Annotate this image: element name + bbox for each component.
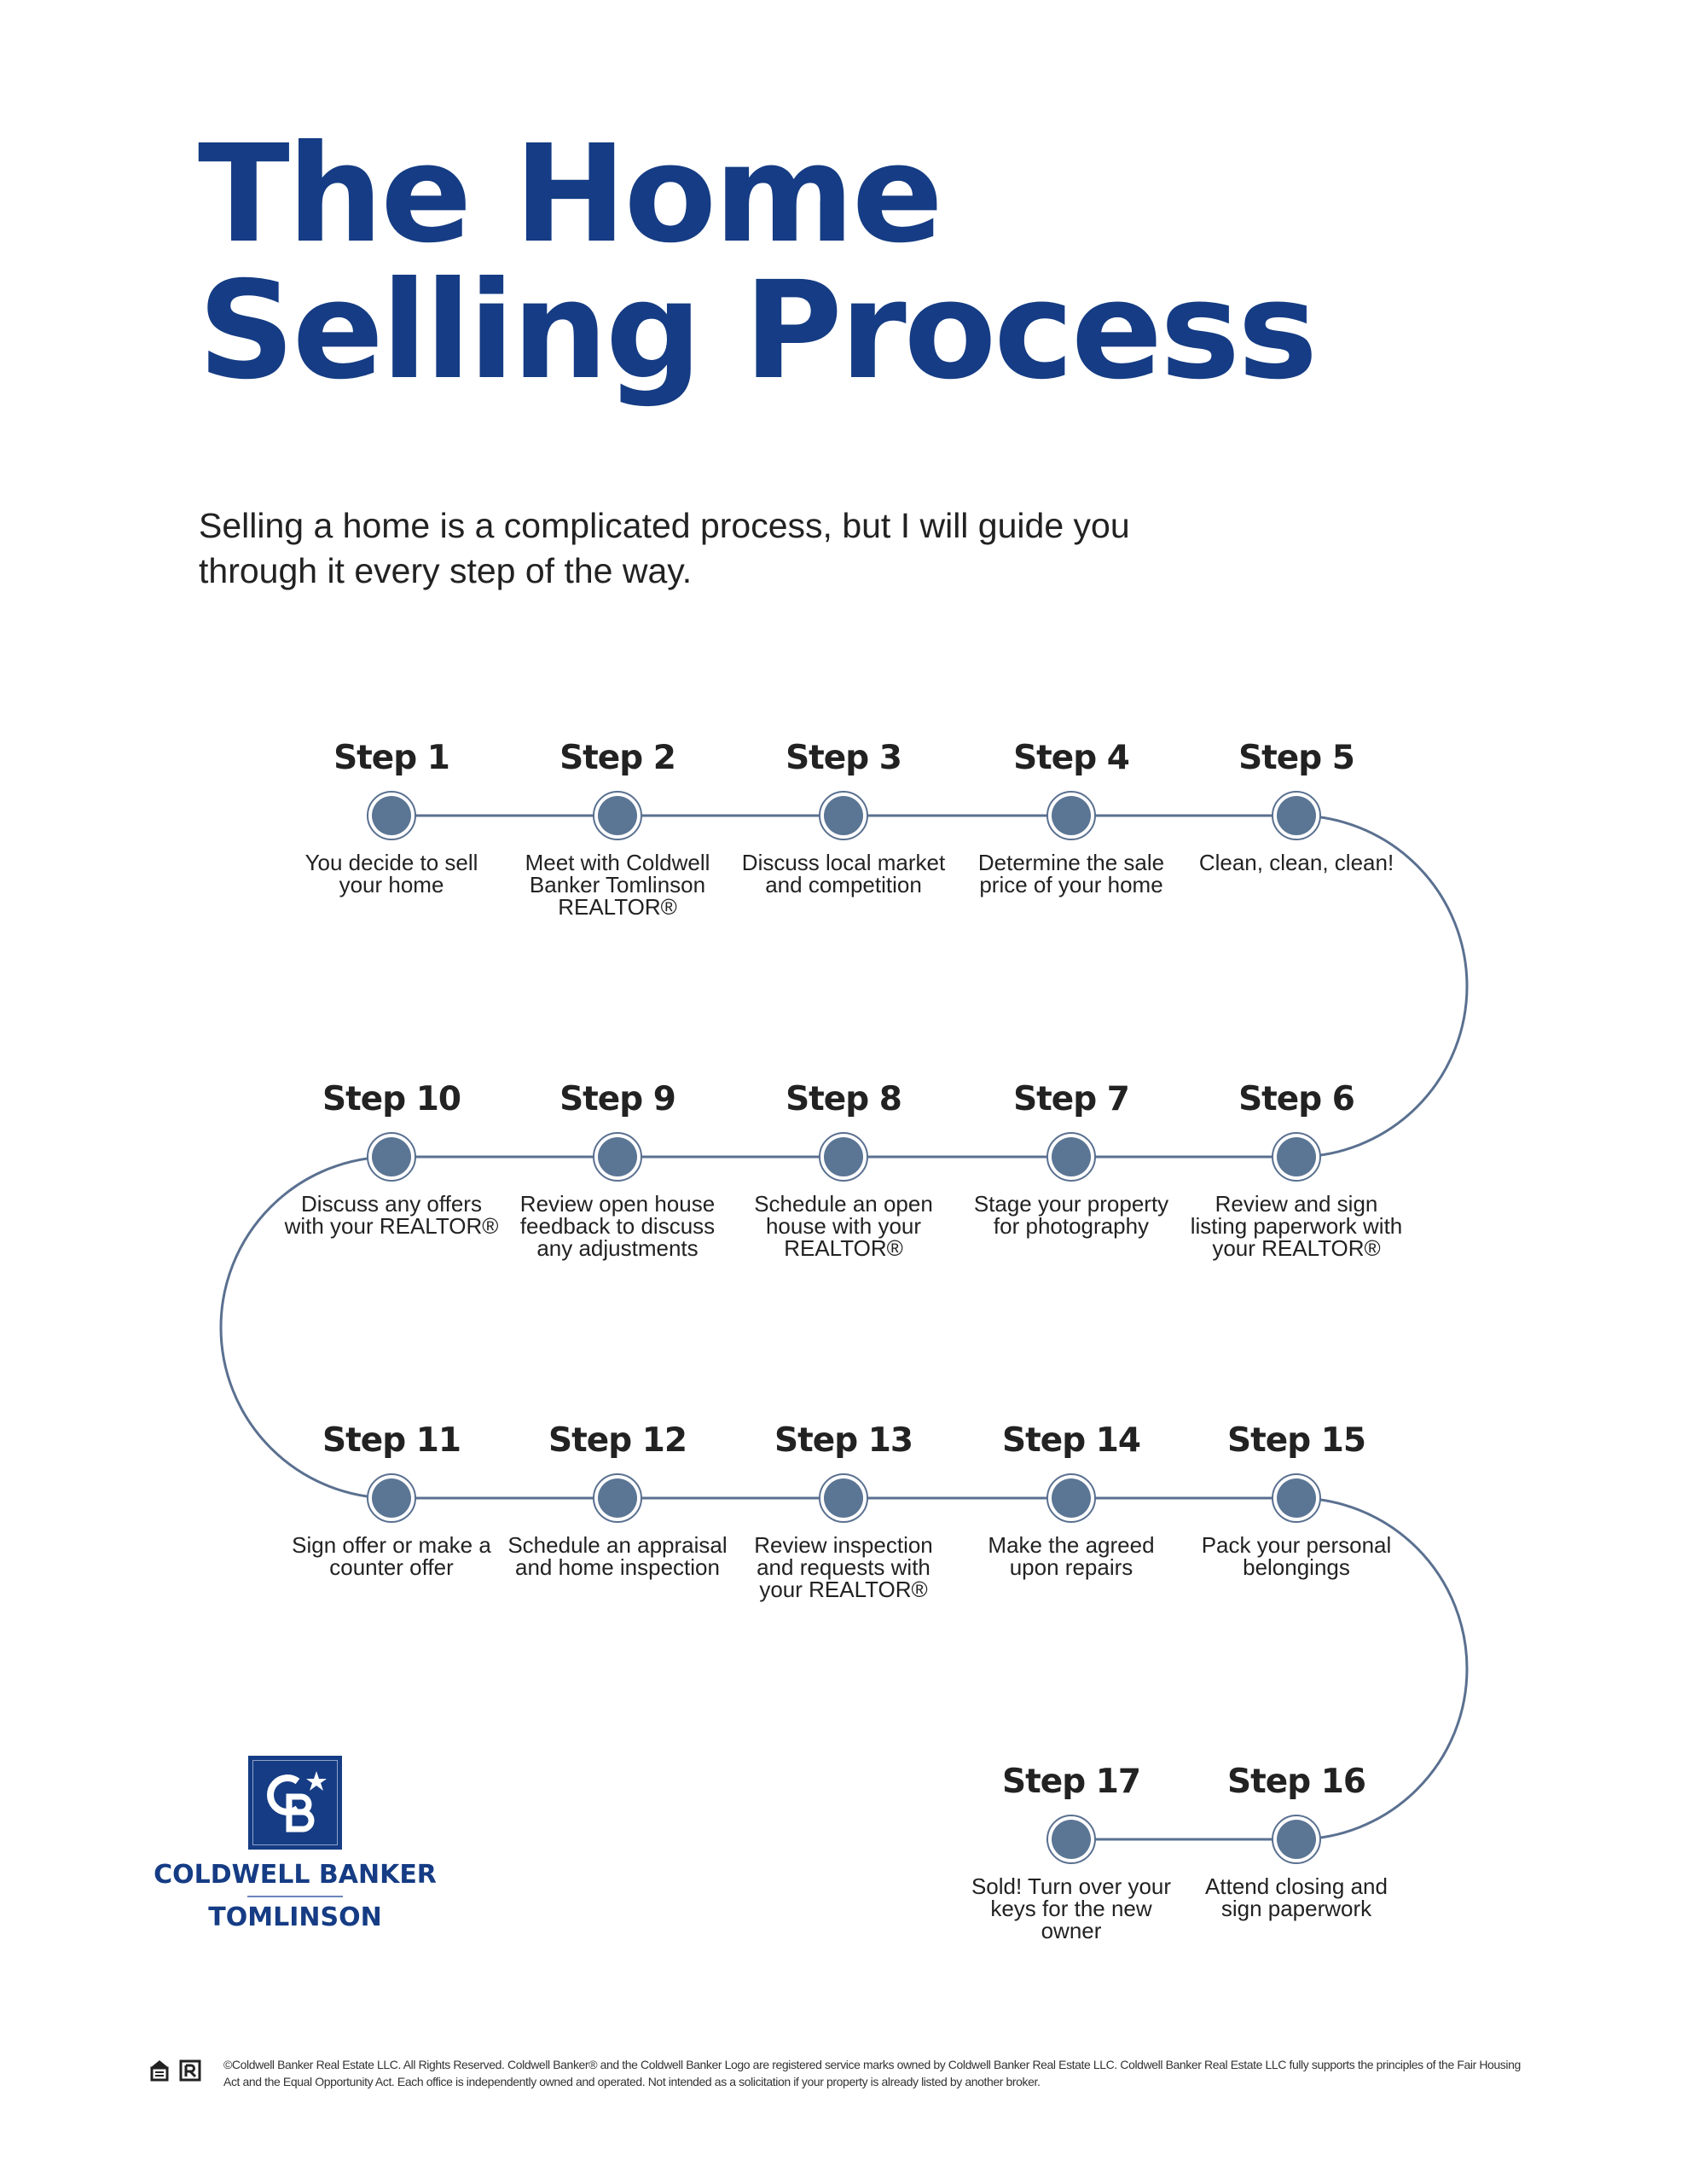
step-label: Step 8 (786, 1080, 902, 1118)
step-label: Step 9 (559, 1080, 676, 1118)
realtor-icon (179, 2059, 201, 2082)
step-node (593, 791, 642, 840)
process-path (219, 814, 1469, 1841)
cb-monogram-icon (267, 1771, 327, 1833)
subtitle: Selling a home is a complicated process,… (199, 506, 1130, 590)
step-description: Sign offer or make a counter offer (292, 1532, 491, 1580)
step-label: Step 14 (1002, 1421, 1141, 1460)
step-description: Clean, clean, clean! (1198, 850, 1394, 875)
logo-name: COLDWELL BANKER (154, 1860, 437, 1890)
step-label: Step 16 (1227, 1763, 1366, 1801)
step-node (593, 1132, 642, 1182)
step-description: You decide to sell your home (304, 850, 478, 897)
step-description: Attend closing and sign paperwork (1205, 1873, 1388, 1921)
step-node (819, 1132, 868, 1182)
step-node (1272, 1473, 1321, 1523)
step-node (593, 1473, 642, 1523)
step-node (1046, 1132, 1096, 1182)
step-node (1046, 1815, 1096, 1864)
equal-housing-icon (150, 2060, 169, 2082)
step-description: Stage your property for photography (973, 1191, 1169, 1239)
legal-disclaimer: ©Coldwell Banker Real Estate LLC. All Ri… (223, 2058, 1521, 2088)
step-node (1272, 1132, 1321, 1182)
step-description: Review and sign listing paperwork with y… (1190, 1191, 1403, 1261)
step-description: Sold! Turn over your keys for the new ow… (971, 1873, 1172, 1943)
step-node (1272, 1815, 1321, 1864)
step-node (1272, 791, 1321, 840)
step-label: Step 10 (322, 1080, 461, 1118)
equal-housing-realtor-icons (148, 2058, 208, 2093)
step-label: Step 3 (786, 739, 902, 777)
step-label: Step 5 (1238, 739, 1355, 777)
step-description: Schedule an open house with your REALTOR… (754, 1191, 933, 1261)
step-node (819, 1473, 868, 1523)
step-node (367, 791, 416, 840)
step-label: Step 7 (1013, 1080, 1130, 1118)
step-label: Step 11 (322, 1421, 461, 1460)
cb-logo-mark (248, 1756, 342, 1850)
step-node (819, 791, 868, 840)
step-description: Determine the sale price of your home (977, 850, 1165, 897)
step-label: Step 17 (1002, 1763, 1141, 1801)
coldwell-banker-logo: COLDWELL BANKER TOMLINSON (128, 1756, 462, 1933)
step-node (367, 1473, 416, 1523)
step-description: Review inspection and requests with your… (754, 1532, 933, 1602)
step-description: Discuss any offers with your REALTOR® (284, 1191, 499, 1239)
title-line-1: The Home (198, 116, 943, 273)
logo-divider (247, 1896, 343, 1897)
step-description: Meet with Coldwell Banker Tomlinson REAL… (525, 850, 710, 920)
logo-subname: TOMLINSON (208, 1902, 382, 1932)
step-node (367, 1132, 416, 1182)
step-label: Step 4 (1013, 739, 1130, 777)
step-label: Step 12 (548, 1421, 687, 1460)
step-description: Schedule an appraisal and home inspectio… (507, 1532, 728, 1580)
step-description: Review open house feedback to discuss an… (519, 1191, 716, 1261)
step-label: Step 15 (1227, 1421, 1366, 1460)
step-node (1046, 791, 1096, 840)
step-label: Step 2 (559, 739, 676, 777)
step-node (1046, 1473, 1096, 1523)
step-description: Pack your personal belongings (1201, 1532, 1392, 1580)
step-label: Step 13 (774, 1421, 913, 1460)
step-label: Step 1 (333, 739, 450, 777)
step-label: Step 6 (1238, 1080, 1355, 1118)
step-description: Discuss local market and competition (741, 850, 946, 897)
title-line-2: Selling Process (198, 253, 1318, 410)
step-description: Make the agreed upon repairs (988, 1532, 1155, 1580)
